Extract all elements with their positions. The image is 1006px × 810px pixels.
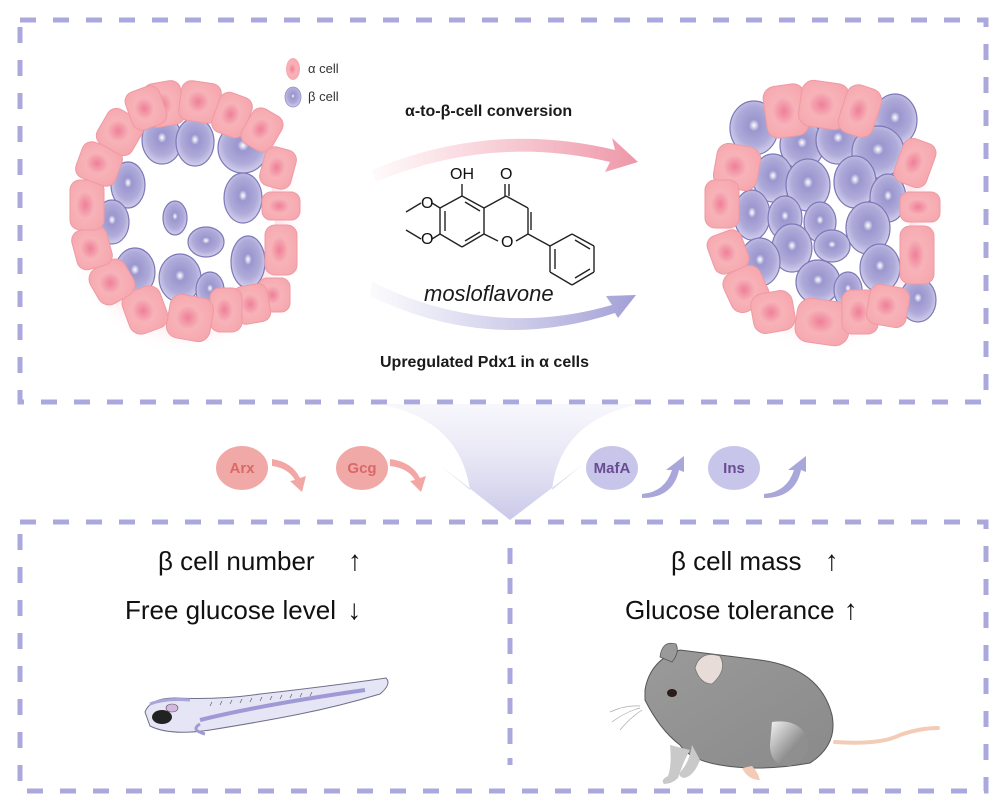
lower-arrow-label: Upregulated Pdx1 in α cells — [380, 354, 590, 371]
methoxy-oxygen-label-1: O — [421, 195, 434, 212]
bottom-panel-frame — [17, 519, 989, 794]
effect-label: β cell mass — [671, 546, 802, 576]
decrease-arrow-icon: ↓ — [347, 594, 362, 625]
conversion-arrow-upper — [372, 138, 638, 182]
ins-up-arrow — [764, 456, 806, 498]
increase-arrow-icon: ↑ — [824, 545, 839, 576]
right-islet — [702, 79, 942, 356]
effect-label: Free glucose level — [125, 595, 336, 625]
effect-label: Glucose tolerance — [625, 595, 835, 625]
effect-free-glucose: Free glucose level ↓ — [125, 594, 361, 626]
mosloflavone-structure — [405, 184, 595, 286]
ring-oxygen-label: O — [501, 234, 514, 251]
increase-arrow-icon: ↑ — [347, 545, 362, 576]
legend-alpha-swatch — [286, 58, 300, 80]
carbonyl-oxygen-label: O — [500, 166, 513, 183]
increase-arrow-icon: ↑ — [843, 594, 858, 625]
effect-beta-cell-number: β cell number ↑ — [158, 545, 362, 577]
gene-label: Ins — [723, 459, 745, 477]
gene-label: MafA — [593, 459, 631, 477]
gene-label: Arx — [229, 459, 255, 477]
arx-down-arrow — [272, 459, 306, 492]
upper-arrow-label: α-to-β-cell conversion — [405, 103, 573, 120]
gene-node-mafa: MafA — [586, 446, 638, 490]
big-down-arrow — [380, 404, 640, 520]
conversion-arrow-lower — [370, 282, 636, 330]
legend-beta-swatch — [284, 86, 302, 108]
legend-beta-label: β cell — [308, 89, 339, 104]
gene-node-ins: Ins — [708, 446, 760, 490]
gcg-down-arrow — [390, 459, 426, 492]
left-islet — [63, 80, 307, 356]
effect-label: β cell number — [158, 546, 315, 576]
gene-node-arx: Arx — [216, 446, 268, 490]
effect-glucose-tolerance: Glucose tolerance ↑ — [625, 594, 858, 626]
effect-beta-cell-mass: β cell mass ↑ — [671, 545, 839, 577]
methoxy-oxygen-label-2: O — [421, 231, 434, 248]
mafa-up-arrow — [642, 456, 684, 498]
gene-label: Gcg — [347, 459, 377, 477]
top-panel-frame — [17, 17, 989, 405]
mouse-illustration — [609, 642, 940, 784]
hydroxyl-label: OH — [450, 166, 474, 183]
compound-name: mosloflavone — [424, 281, 554, 306]
gene-node-gcg: Gcg — [336, 446, 388, 490]
zebrafish-illustration — [144, 677, 389, 736]
legend-alpha-label: α cell — [308, 61, 339, 76]
